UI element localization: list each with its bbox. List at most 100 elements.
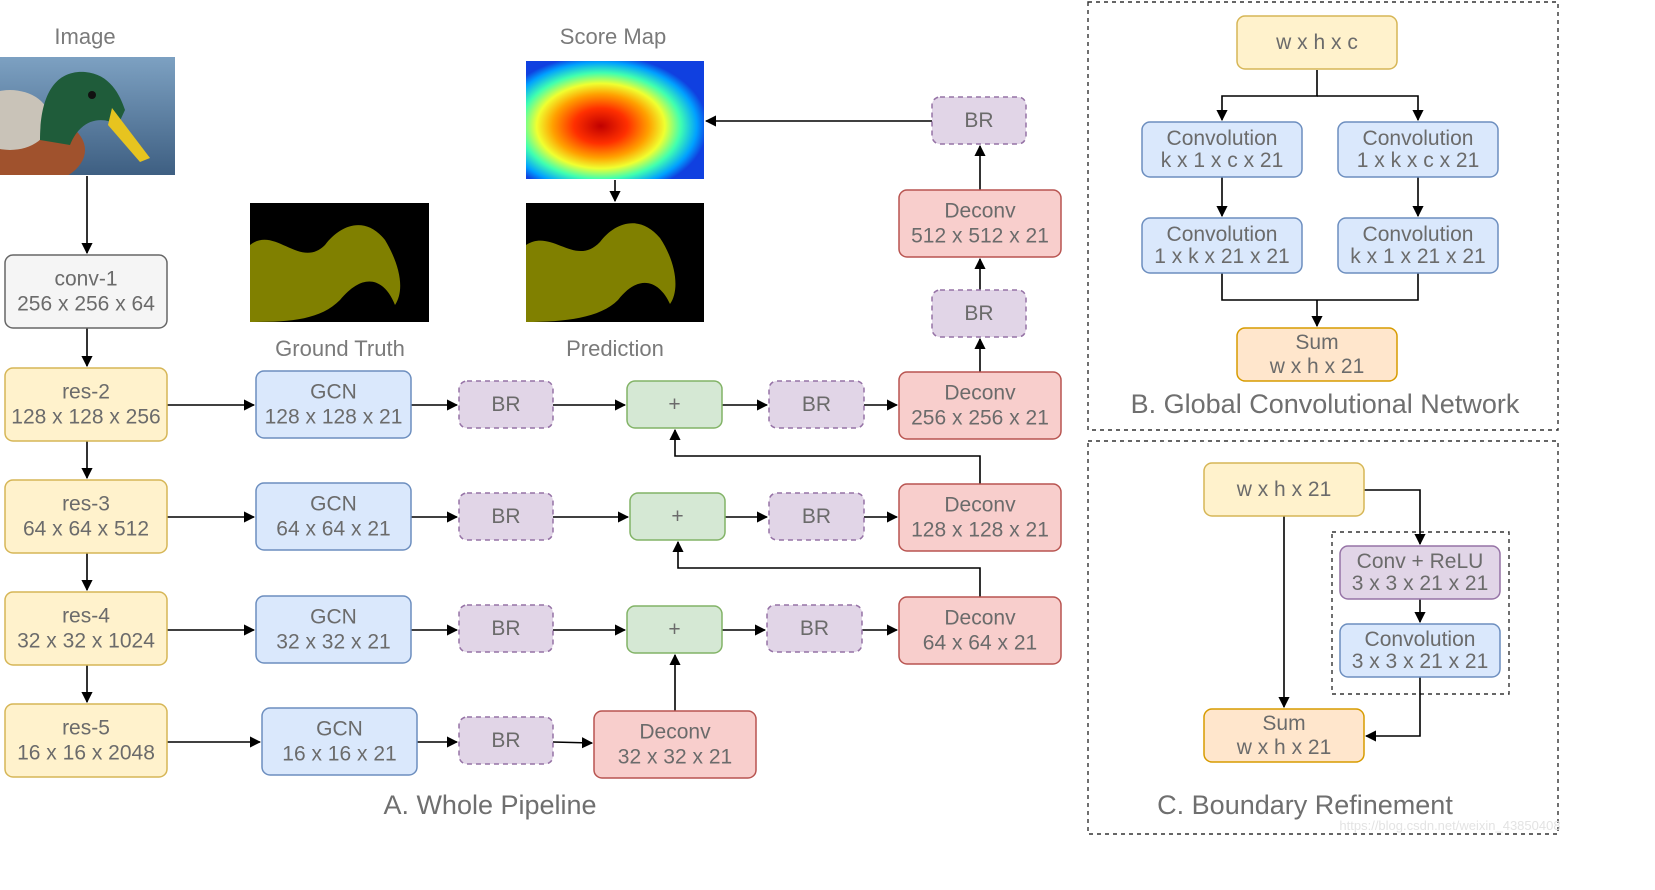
- node-box: [1337, 217, 1499, 274]
- node-label: BR: [491, 393, 520, 416]
- edge-arrow: [1364, 677, 1421, 742]
- node-res4: res-4 32 x 32 x 1024: [4, 591, 168, 666]
- node-label: res-4: [62, 604, 110, 627]
- node-plus3: +: [629, 492, 726, 541]
- node-box: [626, 605, 723, 654]
- duck-image: [0, 57, 175, 175]
- node-deconv4: Deconv 64 x 64 x 21: [898, 596, 1062, 665]
- node-box: [1236, 327, 1398, 382]
- node-label: Deconv: [944, 381, 1016, 404]
- node-label: Sum: [1295, 331, 1338, 354]
- node-label: +: [671, 505, 683, 528]
- node-box: [768, 380, 865, 429]
- node-br-a5: BR: [458, 716, 554, 765]
- node-label: k x 1 x c x 21: [1161, 149, 1284, 172]
- score-map-title: Score Map: [560, 24, 666, 49]
- node-label: 1 x k x 21 x 21: [1154, 245, 1289, 268]
- node-plus2: +: [626, 380, 723, 429]
- node-label: k x 1 x 21 x 21: [1350, 245, 1485, 268]
- node-label: 256 x 256 x 64: [17, 293, 155, 316]
- node-label: Convolution: [1167, 223, 1278, 246]
- node-box: [255, 482, 412, 551]
- node-box: [931, 96, 1027, 145]
- node-label: Convolution: [1167, 127, 1278, 150]
- node-box: [898, 189, 1062, 258]
- node-gcn5: GCN 16 x 16 x 21: [261, 707, 418, 776]
- edge-arrow: [552, 737, 594, 749]
- edge-arrow: [1221, 273, 1419, 301]
- node-box: [1339, 545, 1501, 600]
- node-label: Deconv: [639, 720, 711, 743]
- node-label: res-5: [62, 716, 110, 739]
- node-box: [1141, 121, 1303, 178]
- node-box: [629, 492, 726, 541]
- section-c-caption: C. Boundary Refinement: [1157, 790, 1453, 820]
- node-label: Deconv: [944, 606, 1016, 629]
- node-label: conv-1: [54, 267, 117, 290]
- node-label: 32 x 32 x 1024: [17, 630, 155, 653]
- node-label: BR: [491, 617, 520, 640]
- node-box: [1337, 121, 1499, 178]
- node-label: Conv + ReLU: [1357, 550, 1484, 573]
- node-label: GCN: [310, 605, 357, 628]
- br-section-border: [1087, 440, 1559, 835]
- node-box: [766, 604, 863, 653]
- node-label: Convolution: [1363, 127, 1474, 150]
- node-box: [1203, 708, 1365, 763]
- node-label: Deconv: [944, 199, 1016, 222]
- node-br-b4: BR: [766, 604, 863, 653]
- node-label: 16 x 16 x 21: [282, 743, 396, 766]
- node-box: [1339, 623, 1501, 678]
- node-box: [1236, 15, 1398, 70]
- node-label: +: [668, 618, 680, 641]
- node-label: res-2: [62, 380, 110, 403]
- node-label: +: [668, 393, 680, 416]
- node-br-b3: BR: [768, 492, 865, 541]
- node-label: 128 x 128 x 21: [911, 519, 1049, 542]
- prediction-title: Prediction: [566, 336, 664, 361]
- node-box: [458, 716, 554, 765]
- node-label: 256 x 256 x 21: [911, 407, 1049, 430]
- node-label: GCN: [316, 717, 363, 740]
- node-label: BR: [964, 302, 993, 325]
- node-label: w x h x c: [1275, 31, 1358, 54]
- gcn-section-border: [1087, 1, 1559, 431]
- node-box: [458, 604, 554, 653]
- node-box: [458, 492, 554, 541]
- node-br-a3: BR: [458, 492, 554, 541]
- node-box: [458, 380, 554, 429]
- node-box: [626, 380, 723, 429]
- node-label: 64 x 64 x 21: [923, 632, 1037, 655]
- node-label: Sum: [1262, 712, 1305, 735]
- node-label: 3 x 3 x 21 x 21: [1352, 650, 1489, 673]
- node-label: w x h x 21: [1236, 736, 1332, 759]
- node-label: BR: [800, 617, 829, 640]
- node-label: 128 x 128 x 256: [11, 406, 160, 429]
- node-label: Deconv: [944, 493, 1016, 516]
- node-label: 512 x 512 x 21: [911, 225, 1049, 248]
- node-res2: res-2 128 x 128 x 256: [4, 367, 168, 442]
- node-conv1: conv-1 256 x 256 x 64: [4, 254, 168, 329]
- node-label: 3 x 3 x 21 x 21: [1352, 572, 1489, 595]
- node-gcn-in: w x h x c: [1236, 15, 1398, 70]
- watermark: https://blog.csdn.net/weixin_43850408: [1339, 818, 1560, 833]
- node-label: 128 x 128 x 21: [265, 406, 403, 429]
- prediction-mask: [526, 203, 704, 322]
- node-deconv2: Deconv 256 x 256 x 21: [898, 371, 1062, 440]
- ground-truth-mask: [250, 203, 429, 322]
- node-plus4: +: [626, 605, 723, 654]
- node-deconv1: Deconv 512 x 512 x 21: [898, 189, 1062, 258]
- node-label: 1 x k x c x 21: [1357, 149, 1480, 172]
- node-box: [261, 707, 418, 776]
- node-box: [898, 596, 1062, 665]
- node-label: BR: [491, 505, 520, 528]
